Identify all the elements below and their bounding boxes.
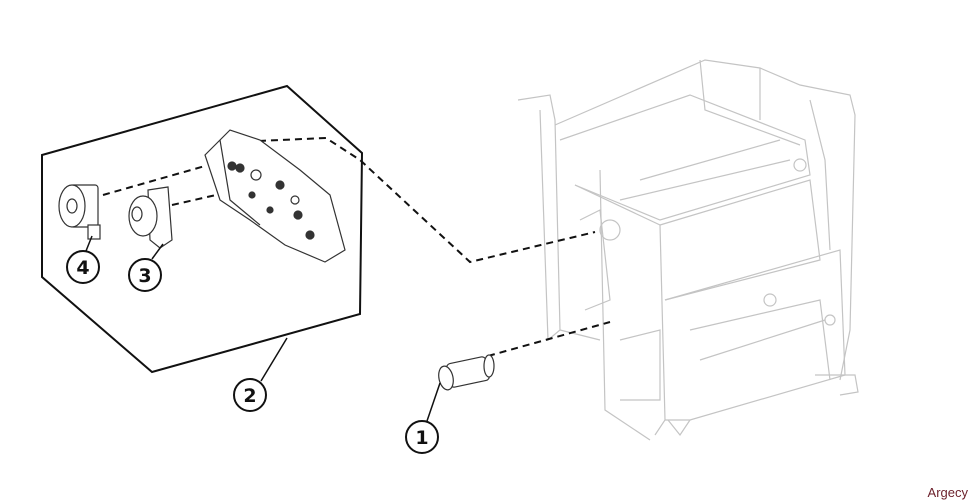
callout-leaders <box>85 235 441 422</box>
callout-1-label: 1 <box>415 427 428 449</box>
printer-frame <box>517 59 859 441</box>
callout-3: 3 <box>128 258 162 292</box>
watermark: Argecy <box>927 485 968 500</box>
callout-4-label: 4 <box>76 257 89 279</box>
assembly-outline <box>41 84 364 374</box>
explode-lines <box>102 136 611 357</box>
motor-part-4 <box>58 184 101 240</box>
callout-4: 4 <box>66 250 100 284</box>
callout-2: 2 <box>233 378 267 412</box>
gear-drive-assembly <box>204 129 346 263</box>
motor-part-3 <box>128 186 173 249</box>
callout-3-label: 3 <box>138 265 151 287</box>
callout-1: 1 <box>405 420 439 454</box>
callout-2-label: 2 <box>243 385 256 407</box>
motor-part-1 <box>438 354 495 391</box>
